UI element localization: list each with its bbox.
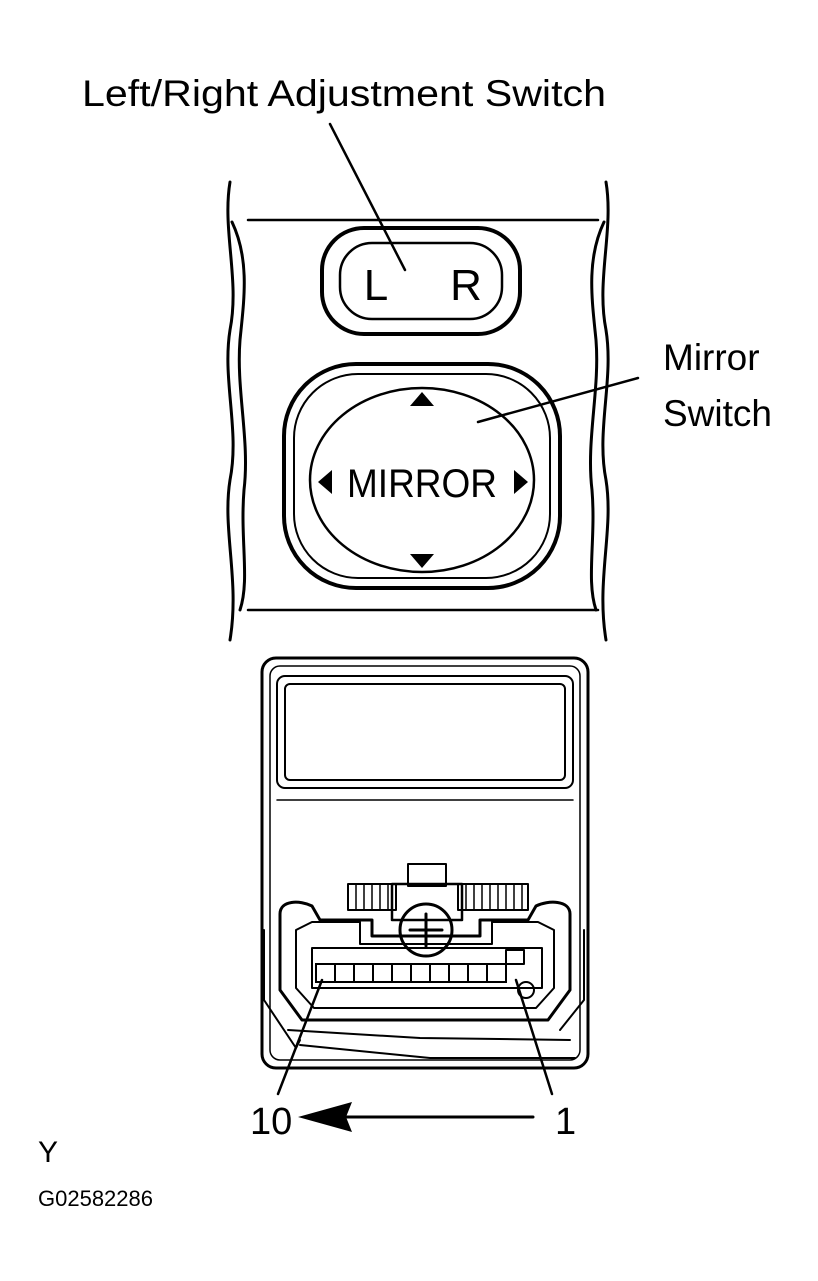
connector-pin-slot bbox=[311, 947, 543, 989]
switch-panel-front-view bbox=[226, 180, 610, 642]
connector-pin bbox=[391, 963, 412, 983]
mirror-button-label: MIRROR bbox=[347, 462, 497, 506]
panel-break-line-right-inner bbox=[589, 220, 606, 612]
mirror-switch-label-line1: Mirror bbox=[663, 337, 760, 378]
connector-pins bbox=[315, 963, 507, 983]
lr-switch-leader bbox=[328, 122, 407, 272]
mirror-switch-button[interactable]: MIRROR bbox=[282, 362, 562, 590]
lr-button-inner bbox=[338, 241, 504, 321]
panel-break-line-left-outer bbox=[226, 180, 235, 642]
body-window-inner bbox=[284, 683, 566, 781]
lr-button-left-letter: L bbox=[364, 261, 388, 310]
connector-pin bbox=[315, 963, 336, 983]
arrow-up-icon bbox=[410, 392, 434, 406]
mirror-switch-bezel-outer bbox=[282, 362, 562, 590]
mirror-switch-bezel-inner bbox=[293, 373, 551, 579]
knob-gear-right bbox=[457, 883, 529, 911]
screw-head bbox=[398, 902, 454, 958]
arrow-right-icon bbox=[514, 470, 528, 494]
connector-pin bbox=[334, 963, 355, 983]
callout-lines bbox=[276, 122, 640, 1119]
lr-button-outer bbox=[320, 226, 522, 336]
knob-gear-teeth bbox=[355, 883, 523, 911]
corner-letter: Y bbox=[38, 1136, 58, 1169]
connector-housing-inner bbox=[295, 921, 555, 1009]
figure-code: G02582286 bbox=[38, 1186, 153, 1211]
pin-10-label: 10 bbox=[250, 1101, 292, 1143]
switch-body-rear-view bbox=[260, 656, 590, 1070]
body-inner-shell bbox=[269, 665, 581, 1061]
connector-lower-lip bbox=[287, 1029, 576, 1059]
panel-break-line-left-inner bbox=[230, 220, 247, 612]
pin-1-label: 1 bbox=[555, 1101, 576, 1143]
connector-housing-outer bbox=[278, 900, 572, 1022]
body-outer-shell bbox=[260, 656, 590, 1070]
knob-cap bbox=[407, 863, 447, 887]
connector-pin bbox=[486, 963, 507, 983]
panel-break-line-right-outer bbox=[601, 180, 610, 642]
arrow-left-icon bbox=[318, 470, 332, 494]
pin-10-leader bbox=[276, 978, 324, 1096]
connector-latch-right bbox=[559, 929, 585, 1031]
arrow-down-icon bbox=[410, 554, 434, 568]
mirror-switch-leader bbox=[476, 376, 640, 424]
connector-pin bbox=[467, 963, 488, 983]
pin-direction-arrow-icon bbox=[298, 1102, 352, 1132]
pin-1-leader bbox=[514, 978, 554, 1096]
connector-pin bbox=[410, 963, 431, 983]
lr-button-right-letter: R bbox=[450, 261, 482, 310]
connector-pin bbox=[448, 963, 469, 983]
lr-switch-label: Left/Right Adjustment Switch bbox=[82, 73, 606, 114]
connector-pin bbox=[372, 963, 393, 983]
pin-1-marker bbox=[505, 949, 525, 965]
connector-pin bbox=[353, 963, 374, 983]
left-right-adjustment-button[interactable]: L R bbox=[320, 226, 522, 336]
body-window-outer bbox=[276, 675, 574, 789]
mirror-switch-label-line2: Switch bbox=[663, 393, 772, 434]
mirror-switch-pad bbox=[308, 386, 536, 574]
connector-pin bbox=[429, 963, 450, 983]
